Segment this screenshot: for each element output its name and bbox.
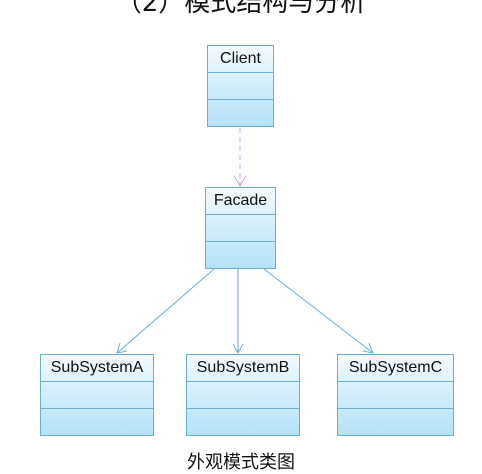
dependency-arrowhead bbox=[233, 175, 247, 187]
diagram-caption: 外观模式类图 bbox=[187, 452, 295, 473]
class-box-facade[interactable]: Facade bbox=[205, 187, 276, 269]
class-box-client[interactable]: Client bbox=[207, 45, 274, 127]
operations-compartment bbox=[206, 242, 275, 269]
relationship-lines bbox=[116, 128, 374, 355]
operations-compartment bbox=[338, 409, 453, 436]
class-name-client: Client bbox=[208, 46, 273, 73]
class-box-subsystem-c[interactable]: SubSystemC bbox=[337, 354, 454, 436]
class-name-subsystem-b: SubSystemB bbox=[187, 355, 299, 382]
operations-compartment bbox=[187, 409, 299, 436]
association-arrowhead-b bbox=[232, 343, 244, 355]
association-line-facade-subsystem-c bbox=[263, 268, 374, 354]
class-box-subsystem-a[interactable]: SubSystemA bbox=[40, 354, 154, 436]
attributes-compartment bbox=[208, 73, 273, 100]
association-line-facade-subsystem-a bbox=[116, 268, 215, 354]
page-title: （2）模式结构与分析 bbox=[115, 0, 367, 18]
attributes-compartment bbox=[187, 382, 299, 409]
attributes-compartment bbox=[206, 215, 275, 242]
class-name-facade: Facade bbox=[206, 188, 275, 215]
association-arrowhead-a bbox=[116, 342, 128, 354]
class-name-subsystem-c: SubSystemC bbox=[338, 355, 453, 382]
class-name-subsystem-a: SubSystemA bbox=[41, 355, 153, 382]
operations-compartment bbox=[208, 100, 273, 127]
attributes-compartment bbox=[338, 382, 453, 409]
association-arrowhead-c bbox=[362, 342, 374, 354]
operations-compartment bbox=[41, 409, 153, 436]
attributes-compartment bbox=[41, 382, 153, 409]
class-box-subsystem-b[interactable]: SubSystemB bbox=[186, 354, 300, 436]
